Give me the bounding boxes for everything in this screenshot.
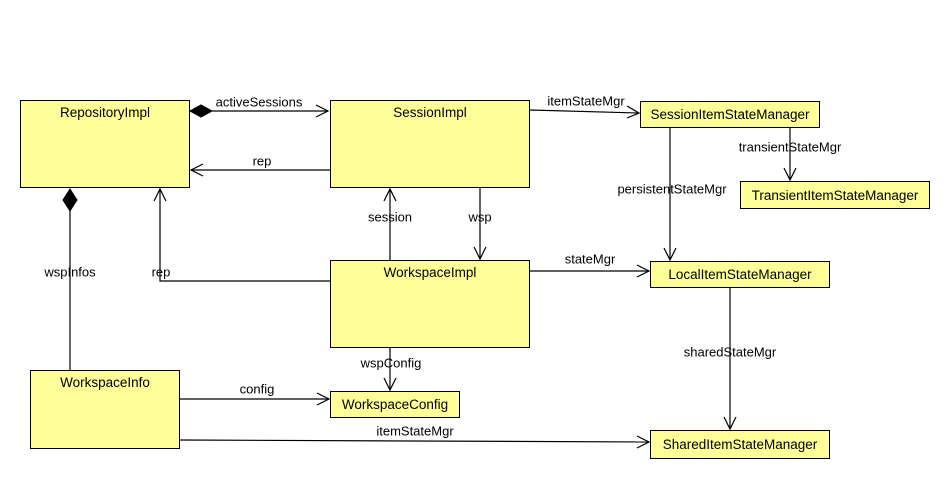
edge-item-state-mgr-info-line <box>178 439 650 443</box>
node-label-session-item-state-manager: SessionItemStateManager <box>650 107 810 122</box>
arrowhead-transient-state-mgr <box>783 167 797 182</box>
node-workspace-config[interactable]: WorkspaceConfig <box>330 391 460 418</box>
edge-item-state-mgr-session-line <box>529 109 640 114</box>
node-label-transient-item-state-manager: TransientItemStateManager <box>751 187 919 203</box>
node-label-workspace-config: WorkspaceConfig <box>341 397 449 412</box>
node-workspace-impl[interactable]: WorkspaceImpl <box>330 260 530 348</box>
node-local-item-state-manager[interactable]: LocalItemStateManager <box>650 261 830 288</box>
node-label-shared-item-state-manager: SharedItemStateManager <box>662 437 818 452</box>
edge-label-wsp-config: wspConfig <box>360 355 422 371</box>
arrowhead-config <box>316 392 331 406</box>
node-workspace-info[interactable]: WorkspaceInfo <box>30 370 180 449</box>
edge-label-state-mgr: stateMgr <box>564 251 616 267</box>
node-label-workspace-impl: WorkspaceImpl <box>383 265 477 280</box>
edge-label-transient-state-mgr: transientStateMgr <box>738 139 842 155</box>
edge-label-persistent-state-mgr: persistentStateMgr <box>617 181 727 197</box>
edge-label-config: config <box>239 381 275 397</box>
arrowhead-persistent-state-mgr <box>663 247 677 262</box>
edge-label-wsp: wsp <box>468 209 492 225</box>
arrowhead-state-mgr <box>636 264 651 278</box>
composition-diamond-active-sessions <box>188 104 214 118</box>
edge-label-rep-session: rep <box>252 153 272 169</box>
node-label-session-impl: SessionImpl <box>393 105 467 120</box>
arrowhead-rep-workspace <box>153 187 167 202</box>
arrowhead-shared-state-mgr <box>723 416 737 431</box>
node-label-repository-impl: RepositoryImpl <box>59 105 151 120</box>
arrowhead-active-sessions <box>315 104 330 118</box>
edge-label-shared-state-mgr: sharedStateMgr <box>683 344 777 360</box>
node-label-workspace-info: WorkspaceInfo <box>60 375 150 390</box>
edge-label-rep-workspace: rep <box>151 264 171 280</box>
edge-rep-workspace-line <box>159 189 330 282</box>
node-session-impl[interactable]: SessionImpl <box>330 100 530 188</box>
arrowhead-item-state-mgr-session <box>626 105 641 119</box>
node-transient-item-state-manager[interactable]: TransientItemStateManager <box>740 181 930 209</box>
composition-diamond-wsp-infos <box>62 188 78 212</box>
node-label-local-item-state-manager: LocalItemStateManager <box>668 267 812 282</box>
edge-label-active-sessions: activeSessions <box>215 94 303 110</box>
arrowhead-wsp <box>473 246 487 261</box>
node-session-item-state-manager[interactable]: SessionItemStateManager <box>640 101 820 128</box>
node-repository-impl[interactable]: RepositoryImpl <box>20 100 190 188</box>
edge-label-session: session <box>367 209 413 225</box>
arrowhead-wsp-config <box>383 377 397 392</box>
edge-label-item-state-mgr-info: itemStateMgr <box>376 423 454 439</box>
node-shared-item-state-manager[interactable]: SharedItemStateManager <box>650 430 830 459</box>
arrowhead-item-state-mgr-info <box>636 435 651 449</box>
edge-label-item-state-mgr-session: itemStateMgr <box>547 93 625 109</box>
arrowhead-rep-session <box>189 163 204 177</box>
edge-label-wsp-infos: wspInfos <box>44 264 96 280</box>
arrowhead-session <box>383 187 397 202</box>
